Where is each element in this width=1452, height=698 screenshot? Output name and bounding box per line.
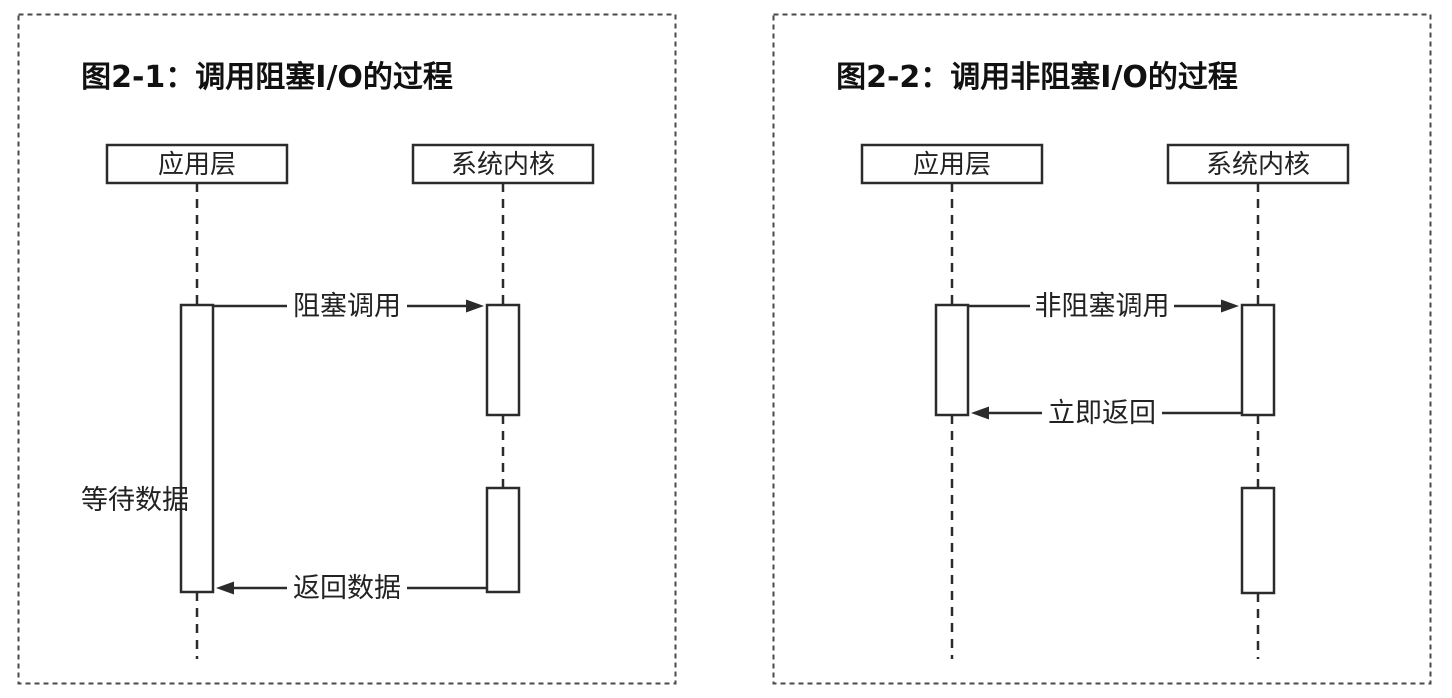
actor-label-system-kernel: 系统内核 bbox=[451, 150, 555, 180]
panel-dotted-border bbox=[17, 13, 677, 685]
message-label-immediate-return: 立即返回 bbox=[1048, 398, 1156, 429]
note-waiting-for-data: 等待数据 bbox=[81, 485, 189, 516]
arrowhead-left-icon bbox=[216, 581, 234, 595]
panel-dotted-border bbox=[772, 13, 1432, 685]
panel-nonblocking-io: 图2-2：调用非阻塞I/O的过程 应用层 系统内核 非阻塞调用 bbox=[772, 13, 1432, 685]
activation-bar-kernel-second bbox=[1240, 486, 1276, 595]
message-label-return-data: 返回数据 bbox=[293, 573, 401, 604]
panel-title: 图2-1：调用阻塞I/O的过程 bbox=[81, 60, 453, 95]
arrowhead-right-icon bbox=[466, 299, 484, 313]
activation-bar-kernel-second bbox=[485, 486, 521, 594]
panel-blocking-io: 图2-1：调用阻塞I/O的过程 应用层 系统内核 阻塞调用 bbox=[17, 13, 677, 685]
activation-bar-application bbox=[934, 303, 970, 417]
activation-bar-kernel-first bbox=[485, 303, 521, 417]
nonblocking-io-diagram: 图2-2：调用非阻塞I/O的过程 应用层 系统内核 非阻塞调用 bbox=[772, 13, 1432, 685]
activation-bar-application-waiting bbox=[179, 303, 215, 594]
message-label-blocking-call: 阻塞调用 bbox=[293, 291, 401, 322]
blocking-io-diagram: 图2-1：调用阻塞I/O的过程 应用层 系统内核 阻塞调用 bbox=[17, 13, 677, 685]
arrowhead-right-icon bbox=[1221, 299, 1239, 313]
actor-label-system-kernel: 系统内核 bbox=[1206, 150, 1310, 180]
actor-label-application-layer: 应用层 bbox=[158, 150, 236, 180]
arrowhead-left-icon bbox=[971, 406, 989, 420]
actor-box-system-kernel bbox=[411, 143, 595, 185]
actor-label-application-layer: 应用层 bbox=[913, 150, 991, 180]
message-label-nonblocking-call: 非阻塞调用 bbox=[1035, 291, 1170, 322]
activation-bar-kernel-first bbox=[1240, 303, 1276, 417]
panel-title: 图2-2：调用非阻塞I/O的过程 bbox=[836, 60, 1238, 95]
